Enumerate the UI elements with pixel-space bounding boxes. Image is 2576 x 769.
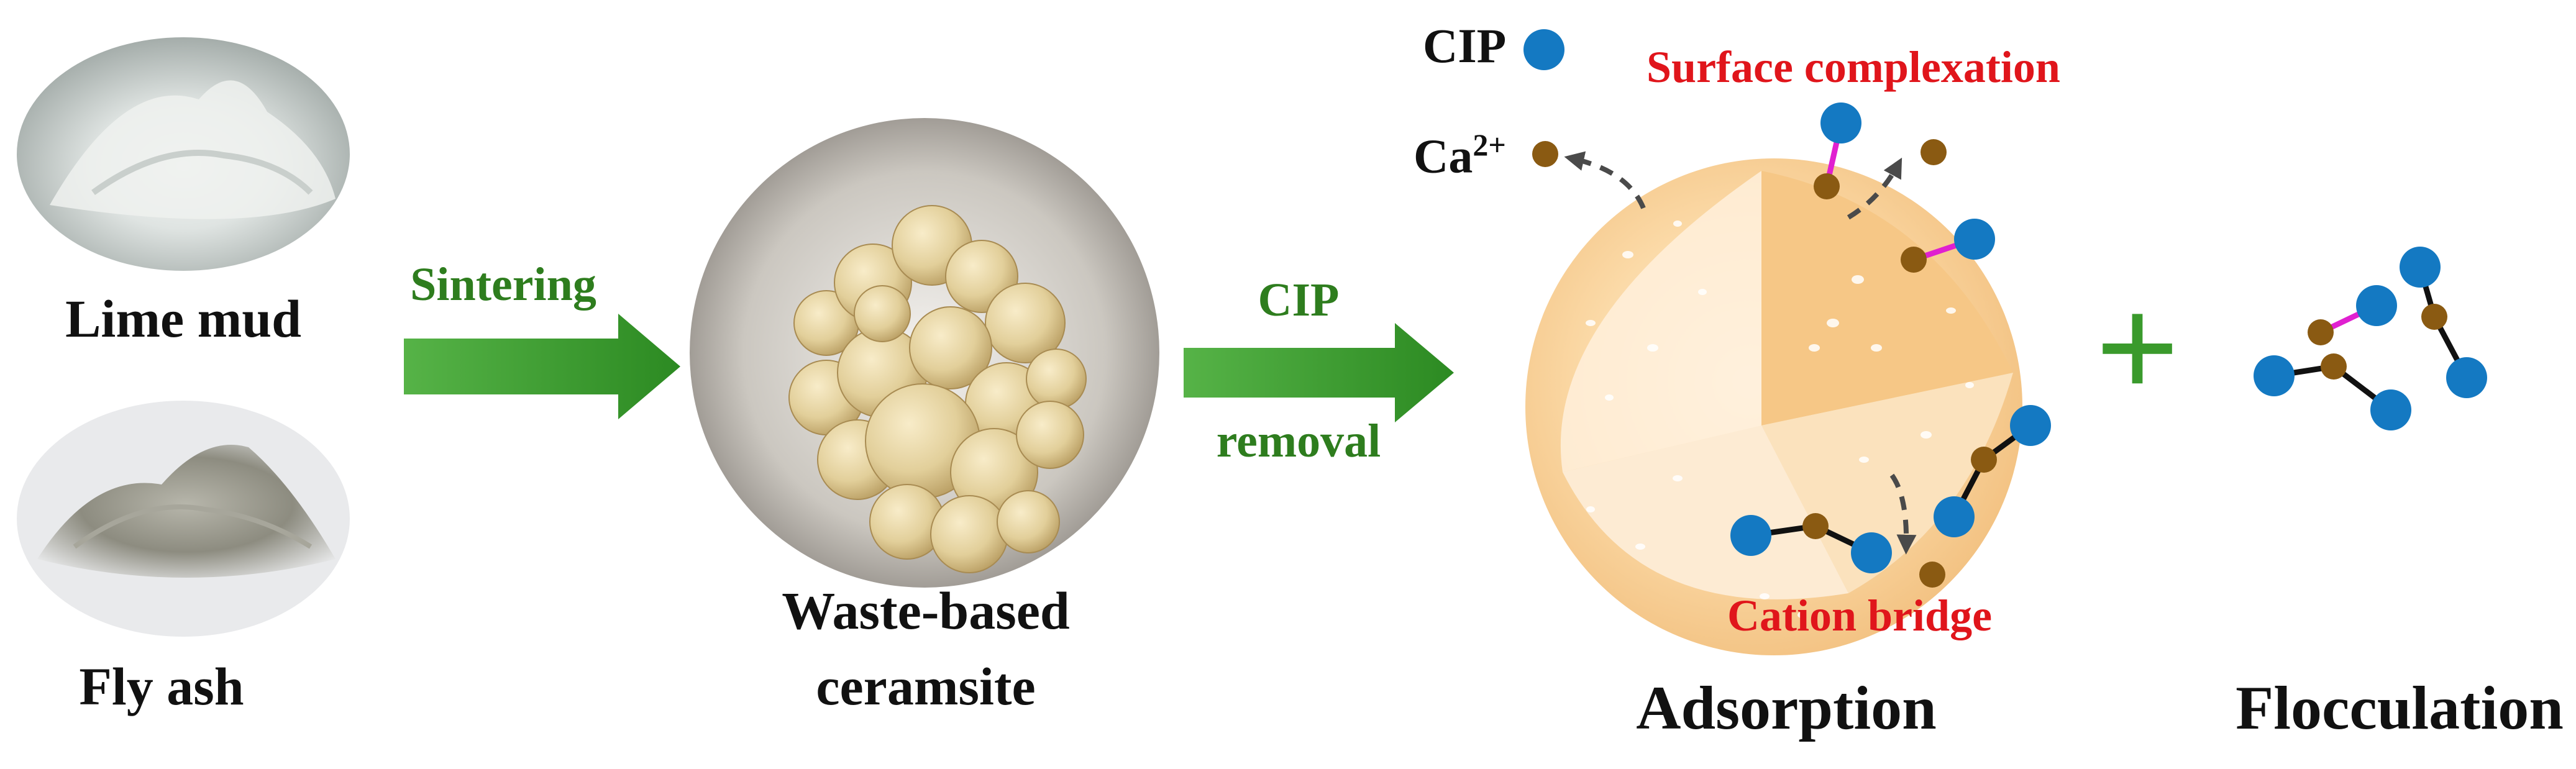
ceramsite-bead [997,490,1060,553]
surface-complexation-molecules [1814,102,1995,273]
ca-legend-base: Ca [1414,129,1473,183]
product-label-line1: Waste-based [782,581,1070,640]
cation-bridge-molecules [1730,405,2051,588]
removal-step-label: removal [1216,415,1381,467]
surface-pore [1827,319,1839,327]
ca-legend-label: Ca2+ [1414,129,1506,181]
cip-legend-label: CIP [1423,19,1507,73]
ceramsite-bead [1016,401,1084,469]
plus-sign: + [2094,265,2180,430]
surface-pore [1673,221,1682,227]
cip-legend-dot [1523,29,1564,70]
ceramsite-photo [690,118,1159,588]
surface-pore [1965,382,1974,388]
product-label-line2: ceramsite [816,657,1036,716]
surface-pore [1797,612,1806,618]
surface-pore [1946,307,1956,314]
fly-ash-photo [17,401,350,637]
ca-legend-charge: 2+ [1473,127,1506,162]
surface-pore [1921,431,1932,439]
surface-pore [1586,506,1595,512]
sintering-arrow [404,314,680,419]
flocculation-molecules [2254,247,2487,430]
surface-pore [1698,289,1707,295]
ca-legend-dot [1532,141,1558,167]
adsorption-label: Adsorption [1636,673,1937,742]
ceramsite-bead [985,283,1066,363]
ceramsite-beads [788,205,1087,573]
surface-pore [1647,344,1658,352]
cation-bridge-label: Cation bridge [1727,591,1993,640]
lime-mud-photo [17,37,350,271]
flocculation-label: Flocculation [2236,673,2564,742]
surface-pore [1673,475,1683,481]
calcium-release-arrows [1564,151,1917,555]
adsorption-particle [1525,158,2022,655]
surface-pore [1622,251,1633,258]
surface-pore [1635,544,1645,550]
ceramsite-bead [909,306,992,389]
surface-complexation-label: Surface complexation [1647,42,2060,92]
surface-pore [1809,344,1820,352]
ceramsite-bead [854,285,911,342]
surface-pore [1586,320,1596,326]
lime-mud-label: Lime mud [65,289,301,348]
cip-removal-arrow [1184,323,1454,422]
surface-pore [1760,593,1770,599]
surface-pore [1871,344,1882,352]
sintering-label: Sintering [410,258,596,311]
fly-ash-label: Fly ash [79,657,244,716]
surface-pore [1852,275,1864,284]
surface-pore [1859,457,1869,463]
cip-step-label: CIP [1258,274,1340,326]
surface-pore [1605,394,1614,401]
